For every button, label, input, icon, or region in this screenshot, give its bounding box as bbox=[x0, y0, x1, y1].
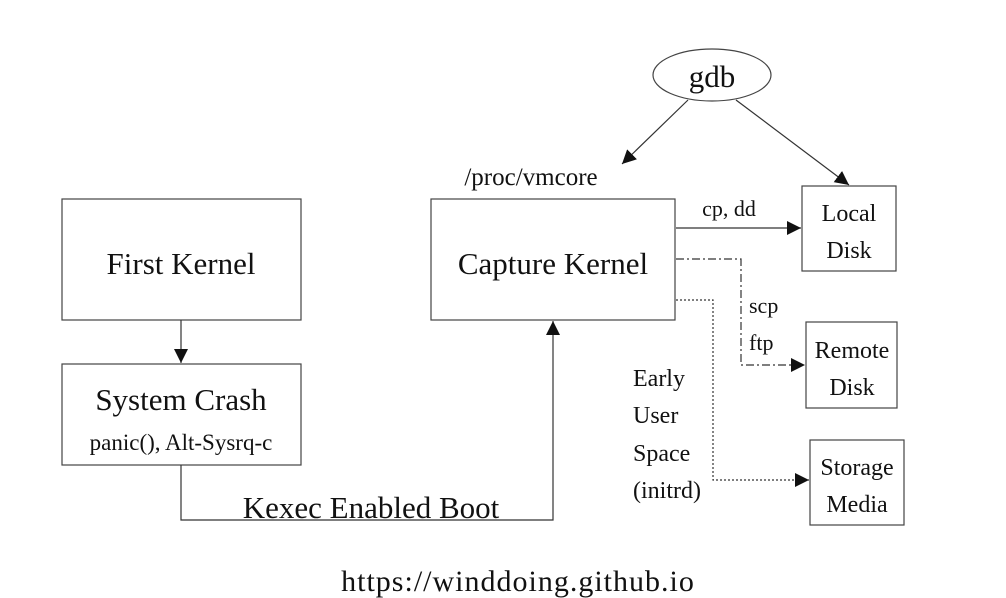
vmcore-label: /proc/vmcore bbox=[464, 164, 597, 191]
remote-disk-box bbox=[805, 321, 898, 409]
storage-media-node: Storage Media bbox=[809, 439, 905, 526]
system-crash-node: System Crash panic(), Alt-Sysrq-c bbox=[61, 363, 302, 466]
first-kernel-box bbox=[61, 198, 302, 321]
local-disk-label-line2: Disk bbox=[826, 238, 871, 264]
first-kernel-node: First Kernel bbox=[61, 198, 302, 321]
kexec-boot-label: Kexec Enabled Boot bbox=[243, 490, 500, 525]
capture-kernel-label: Capture Kernel bbox=[458, 246, 648, 281]
capture-kernel-box bbox=[430, 198, 676, 321]
scp-ftp-arrow bbox=[676, 258, 805, 372]
initrd-arrow bbox=[676, 299, 809, 487]
local-disk-box bbox=[801, 185, 897, 272]
initrd-label-line3: Space bbox=[633, 441, 690, 467]
gdb-node: gdb bbox=[652, 48, 772, 102]
storage-media-label-line2: Media bbox=[826, 492, 888, 518]
initrd-label-line2: User bbox=[633, 403, 678, 429]
remote-disk-label-line2: Disk bbox=[829, 375, 874, 401]
gdb-to-vmcore-arrow bbox=[621, 99, 689, 165]
system-crash-subtitle: panic(), Alt-Sysrq-c bbox=[90, 430, 273, 455]
scp-label: scp bbox=[749, 293, 778, 318]
watermark-text: https://winddoing.github.io bbox=[341, 565, 695, 598]
system-crash-box bbox=[61, 363, 302, 466]
system-crash-title: System Crash bbox=[95, 382, 267, 417]
initrd-label-line4: (initrd) bbox=[633, 478, 701, 504]
gdb-to-local-disk-arrow bbox=[735, 99, 850, 186]
capture-kernel-node: Capture Kernel bbox=[430, 198, 676, 321]
gdb-ellipse bbox=[652, 48, 772, 102]
cp-dd-label: cp, dd bbox=[702, 196, 756, 221]
initrd-label-line1: Early bbox=[633, 366, 685, 392]
local-disk-node: Local Disk bbox=[801, 185, 897, 272]
storage-media-box bbox=[809, 439, 905, 526]
ftp-label: ftp bbox=[749, 330, 773, 355]
local-disk-label-line1: Local bbox=[822, 201, 877, 227]
remote-disk-node: Remote Disk bbox=[805, 321, 898, 409]
storage-media-label-line1: Storage bbox=[820, 455, 893, 481]
kexec-boot-arrow bbox=[180, 321, 560, 521]
first-kernel-label: First Kernel bbox=[107, 246, 256, 281]
gdb-label: gdb bbox=[689, 59, 736, 94]
remote-disk-label-line1: Remote bbox=[815, 338, 890, 364]
